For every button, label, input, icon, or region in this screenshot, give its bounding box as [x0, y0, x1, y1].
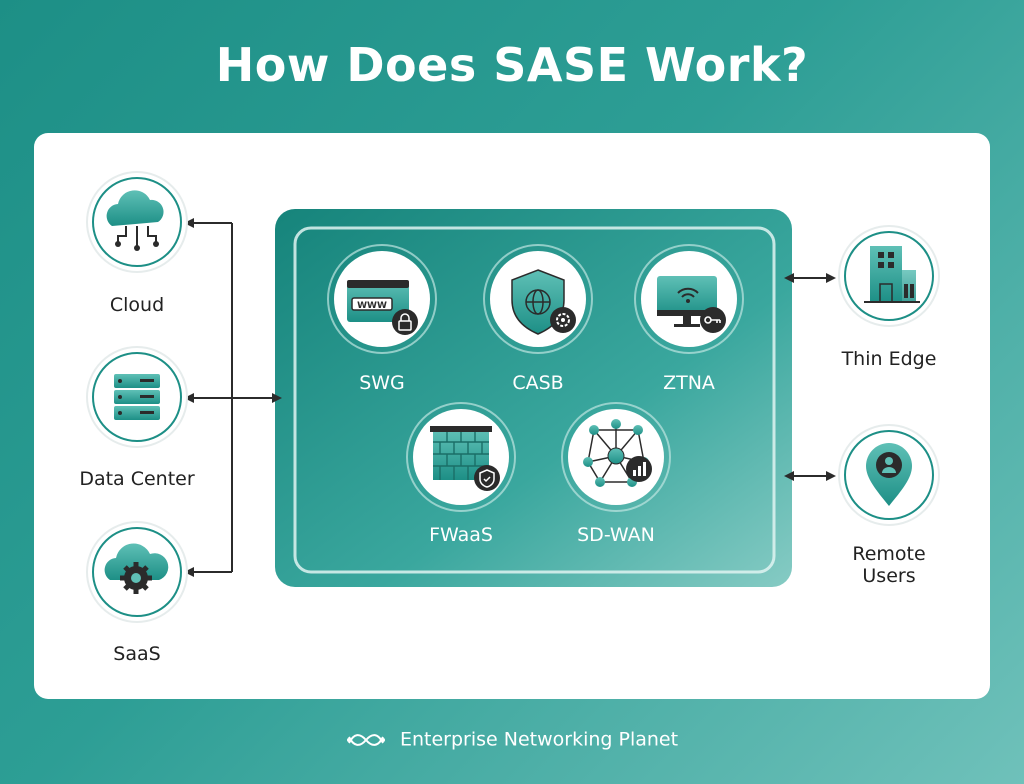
label-saas: SaaS — [113, 643, 161, 665]
label-remote: Remote — [852, 543, 926, 565]
brand-logo-icon — [346, 733, 385, 746]
building-icon — [864, 246, 920, 303]
left-connectors — [184, 218, 282, 577]
node-cloud — [86, 171, 188, 273]
label-cloud: Cloud — [109, 294, 165, 316]
label-data-center: Data Center — [79, 468, 195, 490]
network-mesh-chart-icon — [583, 419, 652, 487]
footer-brand: Enterprise Networking Planet — [0, 728, 1024, 751]
cloud-gear-icon — [104, 543, 169, 594]
svg-text:WWW: WWW — [357, 301, 387, 311]
label-users: Users — [862, 565, 916, 587]
label-casb: CASB — [512, 372, 564, 394]
server-rack-icon — [114, 374, 160, 420]
cloud-network-icon — [106, 190, 164, 251]
shield-globe-gear-icon — [511, 269, 576, 335]
label-swg: SWG — [359, 372, 405, 394]
node-remote-users — [838, 424, 940, 526]
node-saas — [86, 521, 188, 623]
node-data-center — [86, 346, 188, 448]
service-ztna — [634, 244, 744, 354]
browser-lock-icon: WWW — [347, 280, 418, 335]
node-thin-edge — [838, 225, 940, 327]
brand-name: Enterprise Networking Planet — [399, 728, 679, 751]
service-sd-wan — [561, 402, 671, 512]
firewall-shield-icon — [430, 426, 500, 491]
label-ztna: ZTNA — [663, 372, 715, 394]
service-casb — [483, 244, 593, 354]
label-sd-wan: SD-WAN — [577, 524, 655, 546]
right-connectors — [784, 273, 836, 481]
label-fwaas: FWaaS — [429, 524, 493, 546]
location-user-icon — [866, 443, 912, 506]
label-thin-edge: Thin Edge — [841, 348, 937, 370]
service-fwaas — [406, 402, 516, 512]
monitor-wifi-key-icon — [657, 276, 726, 333]
page-title: How Does SASE Work? — [215, 38, 809, 92]
service-swg: WWW — [327, 244, 437, 354]
